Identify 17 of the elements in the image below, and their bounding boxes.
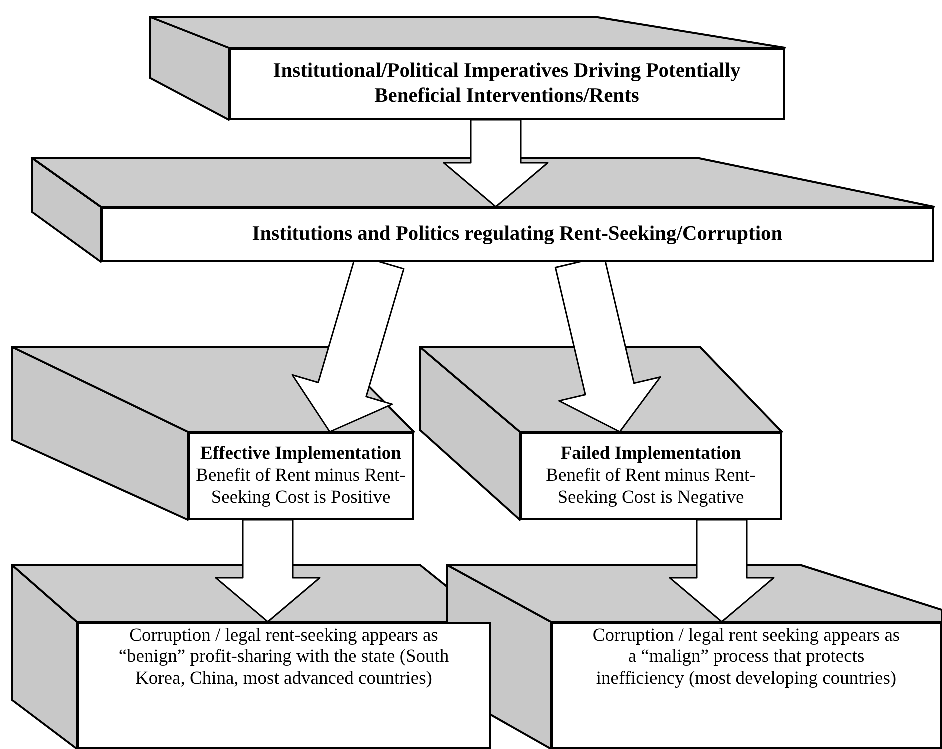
block-text: Benefit of Rent minus Rent-Seeking Cost is Positive <box>195 464 407 510</box>
block-front-face <box>188 432 414 520</box>
block-heading: Effective Implementation <box>200 442 402 465</box>
block-front-face <box>520 432 782 520</box>
block-arrow <box>443 119 549 208</box>
block-front-face <box>551 622 942 749</box>
block-heading: Failed Implementation <box>560 442 742 465</box>
block-text: Institutional/Political Imperatives Driving Potentially Beneficial Interventions/Rents <box>272 59 742 109</box>
block-arrow <box>215 519 321 623</box>
block-text: Corruption / legal rent seeking appears as a “malign” process that protects inefficiency (most developing countries) <box>592 626 902 690</box>
block-arrow <box>669 519 775 623</box>
block-text: Benefit of Rent minus Rent-Seeking Cost is Negative <box>545 464 757 510</box>
block-front-face <box>101 207 934 262</box>
block-text: Corruption / legal rent-seeking appears as “benign” profit-sharing with the state (South Korea, China, most advanced countries) <box>118 626 450 690</box>
block-text: Institutions and Politics regulating Rent-Seeking/Corruption <box>252 222 783 247</box>
block-front-face <box>229 48 785 120</box>
block-front-face <box>77 622 491 749</box>
